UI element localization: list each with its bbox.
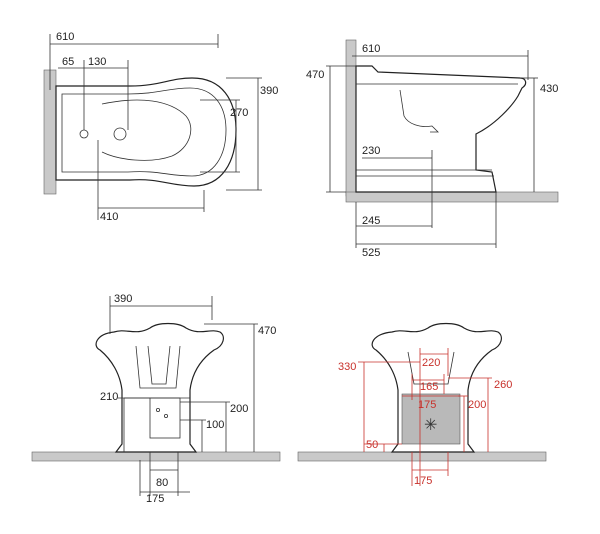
dim-245: 245 xyxy=(362,215,380,227)
dim-200-front: 200 xyxy=(230,403,248,415)
back-view-floor xyxy=(297,451,547,462)
dim-525: 525 xyxy=(362,247,380,259)
dim-130: 130 xyxy=(88,56,106,68)
dim-430: 430 xyxy=(540,83,558,95)
side-view: 610 470 430 230 245 525 xyxy=(306,39,559,259)
dim-230: 230 xyxy=(362,145,380,157)
dim-220: 220 xyxy=(422,357,440,369)
back-wall-plate xyxy=(401,393,461,445)
top-view: 610 65 130 390 270 410 xyxy=(43,31,278,223)
dim-410: 410 xyxy=(100,211,118,223)
dim-470-front: 470 xyxy=(258,325,276,337)
side-view-outline xyxy=(355,65,527,193)
dim-165: 165 xyxy=(420,381,438,393)
dim-175-floor: 175 xyxy=(414,475,432,487)
dim-175-front: 175 xyxy=(146,493,164,505)
dim-200-back: 200 xyxy=(468,399,486,411)
dim-100: 100 xyxy=(206,419,224,431)
waste-hole xyxy=(113,127,127,141)
back-view: ✳ 330 220 165 260 175 200 50 175 xyxy=(297,322,547,487)
dim-260: 260 xyxy=(494,379,512,391)
dim-610-top: 610 xyxy=(56,31,74,43)
dim-80: 80 xyxy=(156,477,168,489)
dim-175-back: 175 xyxy=(418,399,436,411)
dim-610-side: 610 xyxy=(362,43,380,55)
dim-330: 330 xyxy=(338,361,356,373)
side-view-wall xyxy=(345,39,357,197)
dim-65: 65 xyxy=(62,56,74,68)
front-view-floor xyxy=(31,451,281,462)
dim-390: 390 xyxy=(260,85,278,97)
side-view-floor xyxy=(345,191,559,203)
dim-50: 50 xyxy=(366,439,378,451)
front-view: 390 470 210 200 100 80 175 xyxy=(31,293,281,505)
dim-470-side: 470 xyxy=(306,69,324,81)
asterisk-icon: ✳ xyxy=(424,415,437,434)
dim-210: 210 xyxy=(100,391,118,403)
dim-390-front: 390 xyxy=(114,293,132,305)
dim-270: 270 xyxy=(230,107,248,119)
